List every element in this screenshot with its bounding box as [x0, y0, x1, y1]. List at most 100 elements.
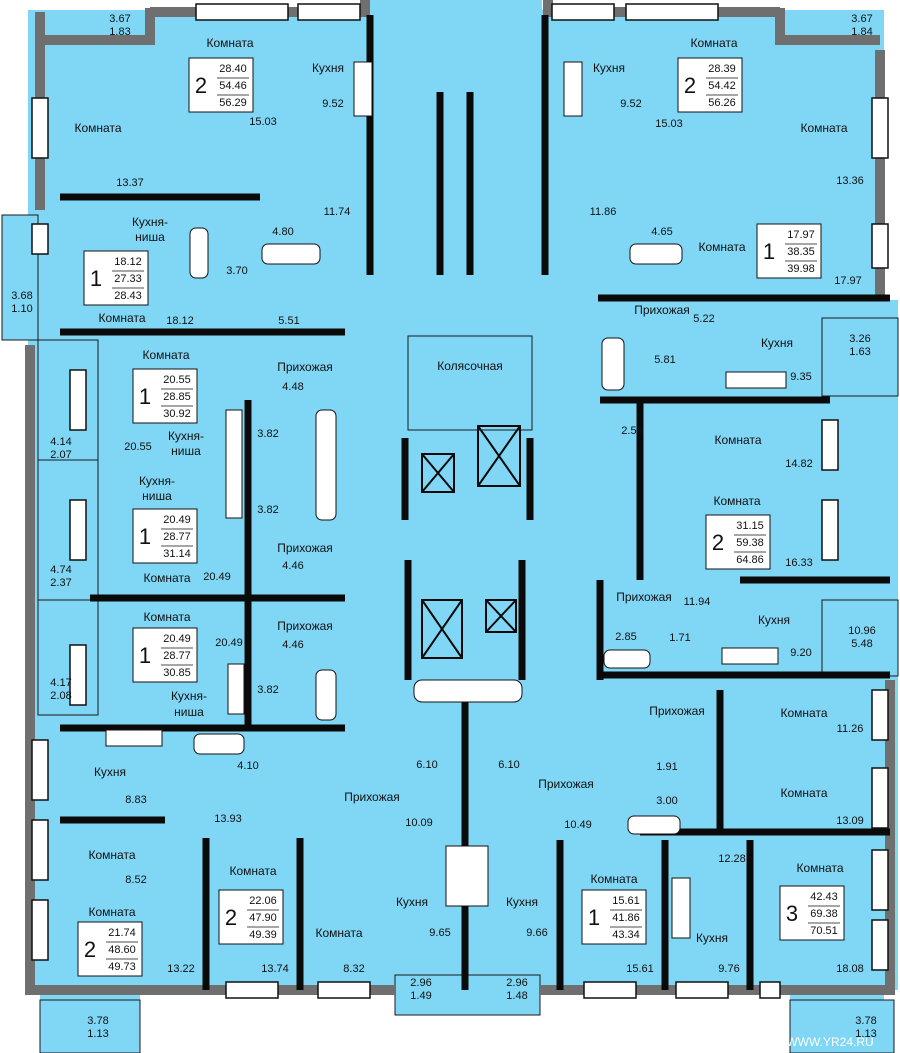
- room-area: 3.26: [849, 333, 870, 345]
- room-area: 1.10: [11, 303, 32, 315]
- room-label: ниша: [171, 444, 201, 458]
- room-area: 4.17: [50, 677, 71, 689]
- apartment-area-value: 28.77: [163, 531, 191, 543]
- room-area: 13.37: [116, 177, 144, 189]
- room-labels: КомнатаКухняКомнатаКухняКомнатаКомнатаКу…: [75, 36, 848, 945]
- room-label: ниша: [174, 705, 204, 719]
- room-area: 11.94: [684, 596, 711, 608]
- apartment-area-value: 38.35: [787, 246, 815, 258]
- room-area: 4.46: [282, 560, 303, 572]
- apartment-rooms: 1: [90, 266, 102, 291]
- room-label: Комната: [797, 861, 844, 875]
- room-area: 1.49: [410, 990, 431, 1002]
- apartment-area-value: 30.85: [163, 667, 191, 679]
- room-label: Комната: [591, 872, 638, 886]
- room-area: 3.68: [11, 290, 32, 302]
- room-area: 4.14: [50, 436, 71, 448]
- room-label: Прихожая: [634, 303, 690, 317]
- room-area: 3.67: [109, 13, 130, 25]
- room-area: 3.82: [257, 504, 278, 516]
- stroller-room: [407, 335, 533, 431]
- room-area: 13.93: [214, 813, 242, 825]
- apartment-rooms: 2: [684, 73, 696, 98]
- room-area: 1.63: [849, 346, 870, 358]
- room-area: 9.52: [620, 98, 641, 110]
- windows: [31, 3, 889, 999]
- room-area: 2.85: [615, 631, 636, 643]
- room-label: ниша: [142, 489, 172, 503]
- room-area: 10.09: [405, 817, 433, 829]
- room-label: Кухня-: [168, 429, 204, 443]
- apartment-rooms: 2: [84, 937, 96, 962]
- room-label: Колясочная: [437, 359, 503, 373]
- apartment-area-value: 20.49: [163, 633, 191, 645]
- room-area: 13.74: [261, 963, 289, 975]
- room-area: 13.09: [836, 815, 864, 827]
- room-label: Кухня: [94, 765, 126, 779]
- room-area: 1.84: [851, 26, 872, 38]
- apartment-area-value: 31.14: [163, 548, 191, 560]
- room-area: 5.51: [278, 315, 299, 327]
- room-label: Прихожая: [616, 590, 672, 604]
- room-label: Комната: [714, 494, 761, 508]
- room-label: Комната: [230, 864, 277, 878]
- apartment-area-value: 59.38: [736, 537, 764, 549]
- room-area: 15.61: [626, 963, 654, 975]
- room-label: Кухня-: [132, 215, 168, 229]
- room-area: 6.10: [416, 759, 437, 771]
- apartment-boxes: 228.4054.4656.29228.3954.4256.26118.1227…: [77, 57, 845, 977]
- apartment-rooms: 3: [786, 901, 798, 926]
- room-area: 6.10: [498, 759, 519, 771]
- room-area: 4.10: [237, 760, 258, 772]
- room-area: 2.37: [50, 577, 71, 589]
- room-area: 15.03: [655, 118, 683, 130]
- room-label: Кухня: [593, 61, 625, 75]
- apartment-area-value: 70.51: [810, 925, 838, 937]
- room-label: Кухня: [396, 895, 428, 909]
- room-area: 5.22: [693, 313, 714, 325]
- apartment-rooms: 1: [588, 905, 600, 930]
- apartment-area-value: 56.26: [708, 97, 736, 109]
- apartment-area-value: 28.40: [219, 63, 247, 75]
- apartment-area-value: 54.42: [708, 80, 736, 92]
- room-area: 2.08: [50, 690, 71, 702]
- room-area: 8.52: [125, 874, 146, 886]
- room-area: 10.96: [848, 625, 876, 637]
- apartment-area-value: 41.86: [612, 912, 640, 924]
- apartment-area-value: 17.97: [787, 229, 815, 241]
- room-label: Комната: [691, 36, 738, 50]
- apartment-area-value: 64.86: [736, 554, 764, 566]
- interior-walls: [60, 15, 890, 990]
- room-area: 16.33: [785, 557, 813, 569]
- apartment-rooms: 1: [139, 524, 151, 549]
- room-label: Кухня-: [171, 689, 207, 703]
- room-area: 9.65: [429, 927, 450, 939]
- room-area: 17.97: [834, 275, 862, 287]
- room-label: Комната: [781, 706, 828, 720]
- room-area: 4.80: [272, 226, 293, 238]
- room-area: 11.74: [324, 206, 351, 218]
- room-label: Комната: [99, 311, 146, 325]
- room-area: 20.55: [124, 441, 152, 453]
- apartment-rooms: 1: [139, 384, 151, 409]
- room-label: Кухня-: [139, 474, 175, 488]
- balconies: [1, 214, 899, 1053]
- room-area: 4.46: [282, 639, 303, 651]
- room-label: Комната: [144, 571, 191, 585]
- room-label: Комната: [801, 121, 848, 135]
- apartment-area-value: 15.61: [612, 895, 640, 907]
- apartment-area-value: 20.49: [163, 514, 191, 526]
- room-area: 3.00: [656, 795, 677, 807]
- apartment-area-value: 48.60: [108, 944, 136, 956]
- room-area: 3.70: [226, 265, 247, 277]
- room-area: 11.26: [837, 723, 864, 735]
- room-area: 1.71: [669, 632, 690, 644]
- room-area: 1.13: [87, 1028, 108, 1040]
- apartment-area-value: 30.92: [163, 408, 191, 420]
- room-label: Прихожая: [277, 619, 333, 633]
